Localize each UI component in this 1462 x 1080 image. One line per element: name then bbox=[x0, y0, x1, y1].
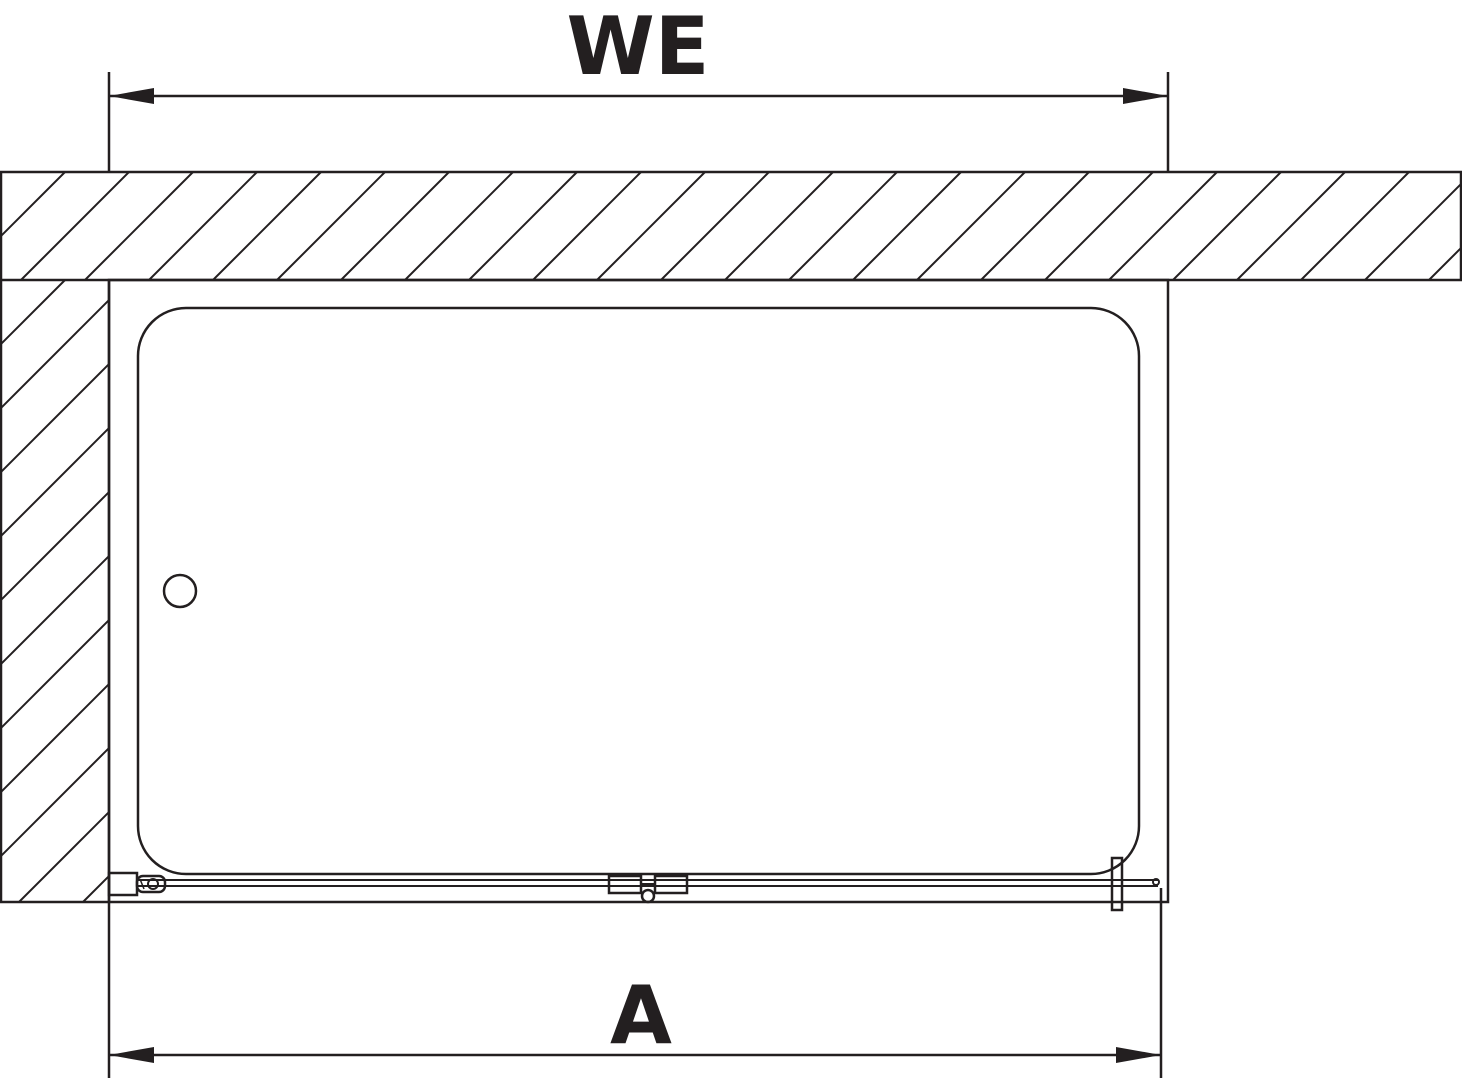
hatch-line bbox=[468, 172, 578, 280]
hatch-line bbox=[1364, 182, 1461, 280]
hatch-line bbox=[82, 874, 109, 902]
hatch-line bbox=[532, 172, 642, 280]
hatch-line bbox=[275, 280, 897, 902]
hatch-line bbox=[467, 280, 1089, 902]
hatch-line bbox=[147, 280, 769, 902]
bathtub-inner-basin bbox=[136, 306, 1141, 876]
hatch-line bbox=[1, 618, 109, 730]
bottom-dimension: A bbox=[107, 888, 1163, 1078]
hatch-line bbox=[1, 426, 109, 538]
hatch-line bbox=[340, 172, 450, 280]
back-wall bbox=[0, 170, 1462, 282]
hatch-line bbox=[1044, 172, 1154, 280]
hatch-line bbox=[916, 172, 1026, 280]
hatch-line bbox=[595, 280, 1217, 902]
top-dimension-label: WE bbox=[567, 0, 710, 93]
hatch-line bbox=[723, 280, 1345, 902]
hatch-line bbox=[1, 298, 109, 410]
hatch-line bbox=[148, 172, 258, 280]
hatch-line bbox=[659, 280, 1281, 902]
panel-joint-hinge bbox=[607, 874, 689, 904]
hatch-line bbox=[20, 172, 130, 280]
wall-hinge-profile bbox=[107, 871, 167, 897]
hatch-line bbox=[1172, 172, 1282, 280]
hatch-line bbox=[531, 280, 1153, 902]
hatch-line bbox=[788, 172, 898, 280]
hatch-line bbox=[980, 172, 1090, 280]
hatch-line bbox=[660, 172, 770, 280]
hatch-line bbox=[1108, 172, 1218, 280]
hatch-line bbox=[18, 810, 109, 902]
hatch-line bbox=[84, 172, 194, 280]
arrowhead-right bbox=[1116, 1047, 1161, 1063]
hatch-line bbox=[1, 490, 109, 602]
hatch-line bbox=[211, 280, 833, 902]
drain-icon bbox=[162, 573, 198, 609]
side-wall-hatching bbox=[1, 280, 1345, 902]
hatch-line bbox=[1300, 172, 1410, 280]
hatch-line bbox=[339, 280, 961, 902]
side-wall bbox=[0, 280, 1345, 904]
shower-screen bbox=[138, 879, 1158, 887]
hatch-line bbox=[1, 746, 109, 858]
hatch-line bbox=[1236, 172, 1346, 280]
hatch-line bbox=[1, 172, 66, 238]
back-wall-hatching bbox=[1, 172, 1461, 280]
hatch-line bbox=[403, 280, 1025, 902]
end-stabilizer bbox=[1110, 856, 1160, 912]
hatch-line bbox=[404, 172, 514, 280]
top-dimension: WE bbox=[107, 0, 1170, 172]
hatch-line bbox=[852, 172, 962, 280]
hatch-line bbox=[276, 172, 386, 280]
bottom-dimension-label: A bbox=[610, 969, 672, 1062]
hatch-line bbox=[1, 362, 109, 474]
arrowhead-left bbox=[109, 1047, 154, 1063]
hatch-line bbox=[1, 682, 109, 794]
hatch-line bbox=[212, 172, 322, 280]
hatch-line bbox=[724, 172, 834, 280]
arrowhead-left bbox=[109, 88, 154, 104]
hatch-line bbox=[596, 172, 706, 280]
bathtub-outer-rim bbox=[107, 278, 1170, 904]
arrowhead-right bbox=[1123, 88, 1168, 104]
hatch-line bbox=[1, 554, 109, 666]
hatch-line bbox=[1428, 246, 1461, 280]
